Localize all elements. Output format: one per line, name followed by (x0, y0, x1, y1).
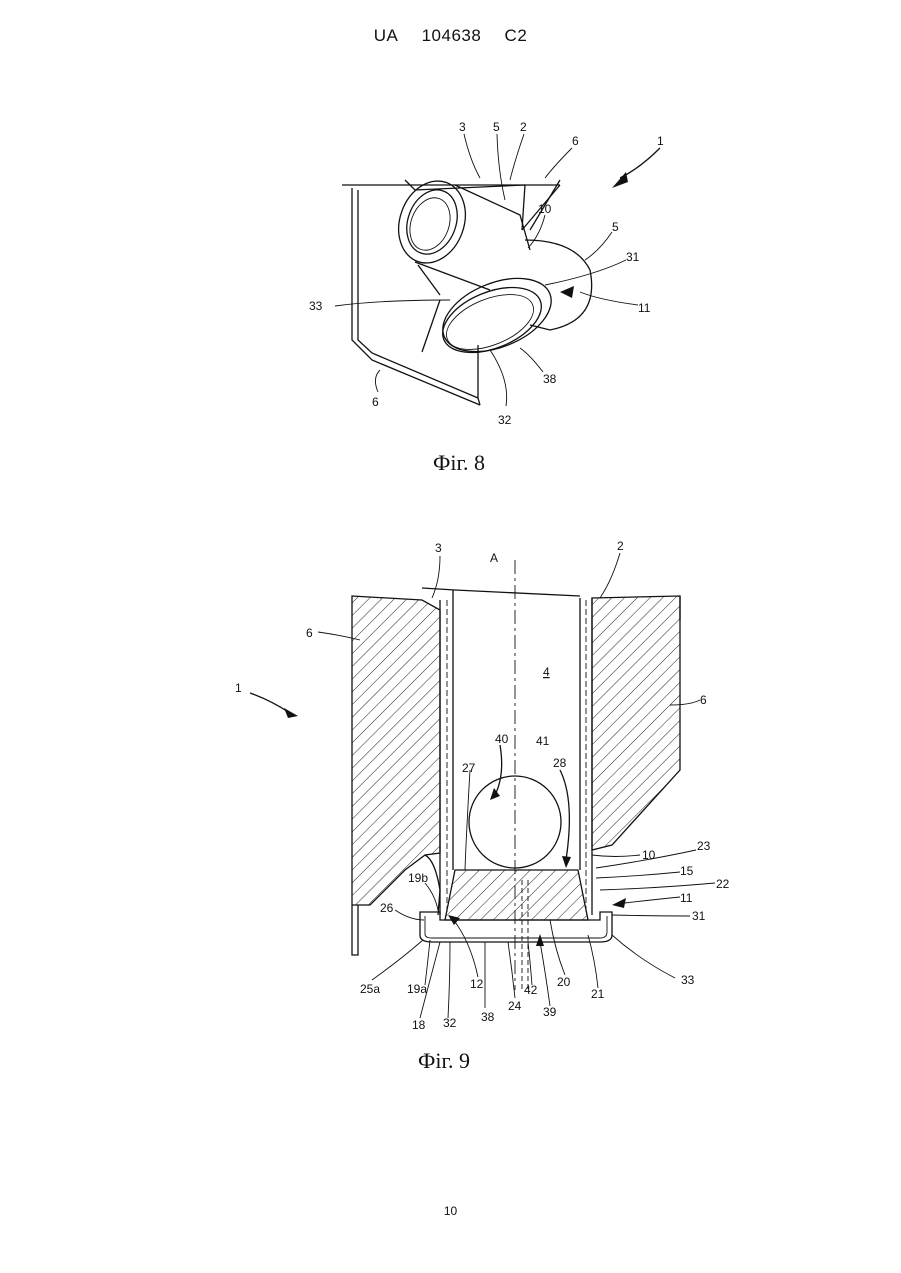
fig9-label: 10 (642, 848, 656, 862)
fig9-label: 41 (536, 734, 550, 748)
fig9-label: 32 (443, 1016, 457, 1030)
fig9-label: 19b (408, 871, 428, 885)
fig9-label: 11 (680, 891, 693, 905)
figure-8-caption: Фіг. 8 (433, 450, 485, 476)
fig8-label: 38 (543, 372, 557, 386)
fig9-label: 26 (380, 901, 394, 915)
fig9-label: 6 (700, 693, 707, 707)
fig9-label: A (490, 551, 498, 565)
fig9-label: 23 (697, 839, 711, 853)
figure-9-drawing (250, 553, 715, 1018)
fig9-label: 19a (407, 982, 427, 996)
fig8-label: 10 (538, 202, 552, 216)
fig8-label: 32 (498, 413, 512, 427)
fig8-label: 5 (612, 220, 619, 234)
fig9-label: 31 (692, 909, 706, 923)
fig8-label: 2 (520, 120, 527, 134)
fig9-label: 25a (360, 982, 380, 996)
fig8-label: 11 (638, 301, 651, 315)
fig9-label: 20 (557, 975, 571, 989)
fig8-label: 5 (493, 120, 500, 134)
fig9-label: 24 (508, 999, 522, 1013)
fig9-label: 12 (470, 977, 484, 991)
fig9-label: 39 (543, 1005, 557, 1019)
fig9-label: 22 (716, 877, 730, 891)
fig9-label: 33 (681, 973, 695, 987)
fig8-label: 6 (372, 395, 379, 409)
fig8-label: 33 (309, 299, 323, 313)
fig9-label: 18 (412, 1018, 426, 1032)
page-number: 10 (0, 1204, 901, 1218)
fig8-label: 3 (459, 120, 466, 134)
fig9-label: 38 (481, 1010, 495, 1024)
fig9-label: 4 (543, 665, 550, 679)
fig9-label: 27 (462, 761, 476, 775)
fig9-label: 1 (235, 681, 242, 695)
fig9-label: 21 (591, 987, 605, 1001)
fig8-label: 1 (657, 134, 664, 148)
fig9-label: 3 (435, 541, 442, 555)
fig8-label: 6 (572, 134, 579, 148)
fig9-label: 28 (553, 756, 567, 770)
figure-8-drawing (335, 134, 660, 406)
fig9-label: 2 (617, 539, 624, 553)
fig9-label: 6 (306, 626, 313, 640)
figure-8-labels: 1 2 3 5 6 10 5 31 11 33 38 6 32 (309, 120, 664, 427)
fig9-label: 42 (524, 983, 538, 997)
fig9-label: 40 (495, 732, 509, 746)
fig9-label: 15 (680, 864, 694, 878)
figure-9-caption: Фіг. 9 (418, 1048, 470, 1074)
fig8-label: 31 (626, 250, 640, 264)
